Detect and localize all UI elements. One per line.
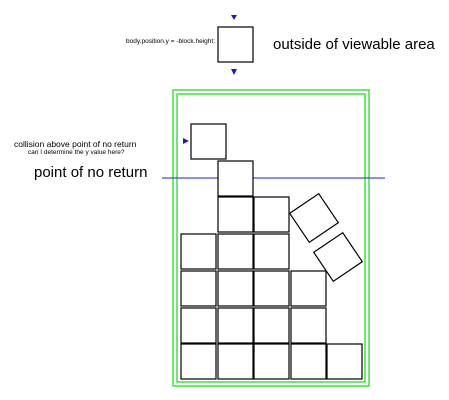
container-outer-border	[172, 89, 370, 387]
stack-block	[217, 270, 254, 307]
spawn-code-label: body.position.y = -block.height;	[126, 38, 215, 45]
block-stack	[180, 160, 363, 380]
stack-block	[253, 343, 290, 380]
stack-block	[217, 343, 254, 380]
stack-block	[217, 233, 254, 270]
stack-block	[290, 343, 327, 380]
collision-arrow	[183, 138, 189, 144]
stack-block	[253, 307, 290, 344]
colliding-block	[190, 123, 227, 160]
stack-block	[290, 270, 327, 307]
point-of-no-return-label: point of no return	[34, 164, 148, 181]
question-label: can I determine the y value here?	[28, 149, 125, 156]
stack-block	[180, 307, 217, 344]
stack-block	[180, 233, 217, 270]
collision-label: collision above point of no return	[14, 139, 137, 149]
stack-block	[180, 343, 217, 380]
stack-block	[217, 196, 254, 233]
stack-block	[290, 307, 327, 344]
stack-block	[253, 270, 290, 307]
down-arrow-top	[231, 15, 237, 20]
stack-block	[180, 270, 217, 307]
stack-block	[217, 307, 254, 344]
spawn-block	[217, 26, 254, 63]
outside-area-label: outside of viewable area	[273, 36, 435, 53]
stack-block	[253, 233, 290, 270]
tilted-block	[288, 192, 340, 244]
stack-block	[253, 196, 290, 233]
stack-block	[326, 343, 363, 380]
tilted-block	[312, 231, 364, 283]
container-inner-border	[176, 93, 366, 383]
stack-block	[217, 160, 254, 197]
down-arrow-bottom	[231, 69, 237, 75]
